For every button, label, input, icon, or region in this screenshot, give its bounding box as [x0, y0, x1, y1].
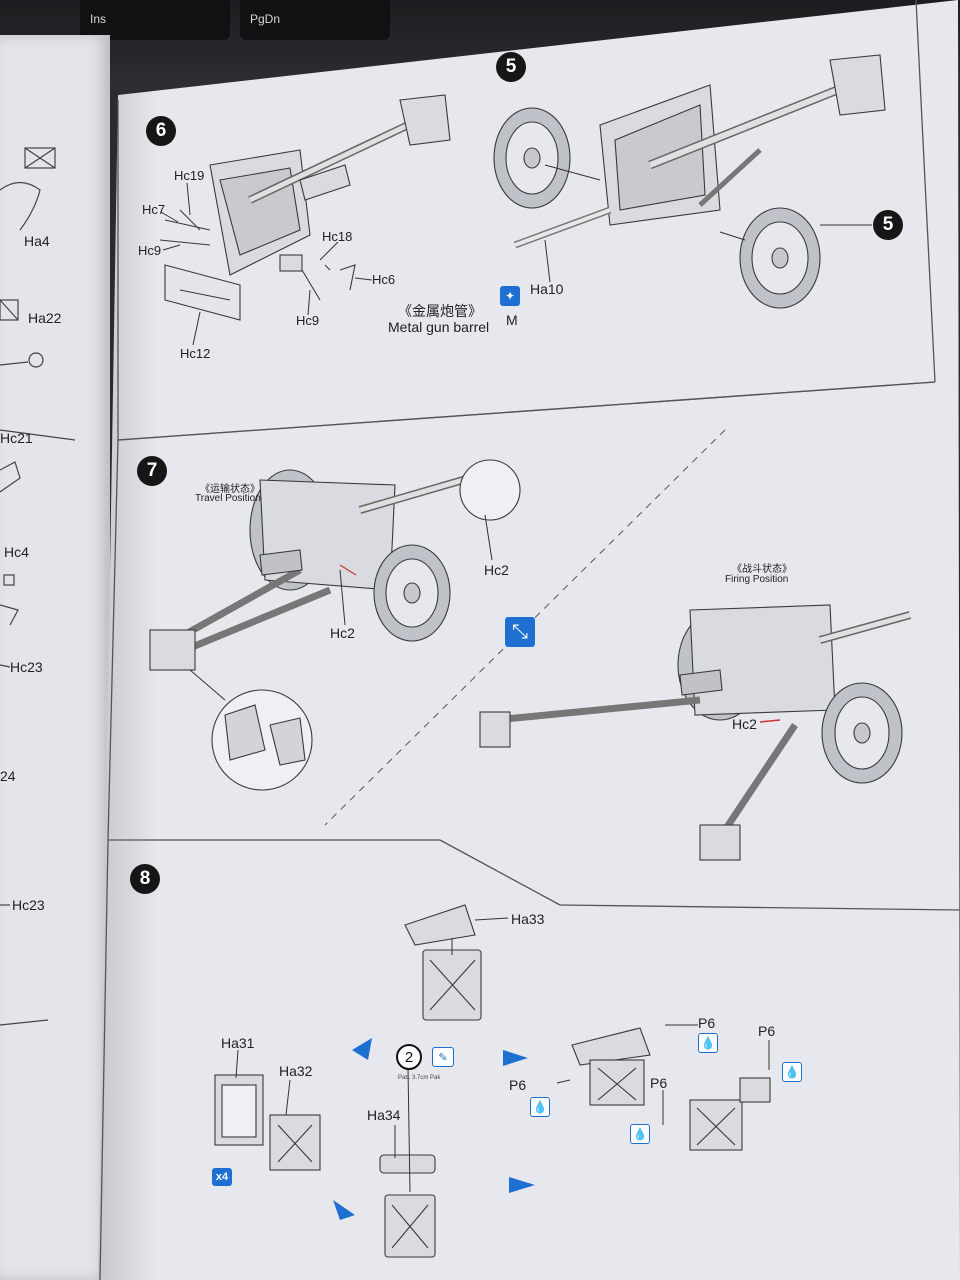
decal-number-badge: 2 — [396, 1044, 422, 1070]
travel-shield — [259, 479, 396, 591]
label-hc9-b: Hc9 — [296, 313, 320, 328]
label-hc23-b: Hc23 — [12, 897, 45, 913]
travel-trail-b — [183, 586, 332, 654]
step7-travel-drawing — [149, 459, 521, 791]
label-hc6: Hc6 — [372, 272, 396, 287]
travel-position-cn: 《运输状态》 — [200, 484, 260, 495]
glue-drop-icon-c: 💧 — [530, 1097, 550, 1117]
step6-plate — [164, 264, 241, 321]
material-code: M — [506, 312, 518, 328]
label-hc9-a: Hc9 — [138, 243, 162, 258]
label-ha33: Ha33 — [511, 911, 545, 927]
label-hc7: Hc7 — [142, 202, 166, 217]
left-divider-bottom — [0, 1019, 49, 1026]
left-page — [0, 35, 110, 1280]
left-part-frame — [24, 147, 56, 169]
metal-barrel-en: Metal gun barrel — [388, 319, 490, 335]
ammo-box-open — [589, 1059, 645, 1106]
label-hc23-a: Hc23 — [10, 659, 43, 675]
step-5-ref-badge: 5 — [873, 210, 903, 240]
metal-barrel-cn: 《金属炮管》 — [398, 303, 482, 319]
label-p6-b: P6 — [758, 1023, 776, 1039]
quantity-badge: x4 — [212, 1168, 232, 1186]
glue-drop-icon-b: 💧 — [782, 1062, 802, 1082]
label-p6-a: P6 — [698, 1015, 716, 1031]
travel-position-en: Travel Position — [195, 493, 261, 504]
step-7-badge: 7 — [137, 456, 167, 486]
step-8-badge: 8 — [130, 864, 160, 894]
firing-shield — [689, 604, 836, 716]
label-ha34: Ha34 — [367, 1107, 401, 1123]
decal-caption: Patr. 3.7cm Pak — [398, 1075, 441, 1081]
label-24: 24 — [0, 768, 16, 784]
firing-position-en: Firing Position — [725, 574, 789, 585]
pgdn-key: PgDn — [240, 0, 390, 40]
firing-trail-b — [722, 723, 798, 832]
label-hc4: Hc4 — [4, 544, 29, 560]
left-page-art — [0, 147, 76, 1026]
firing-position-cn: 《战斗状态》 — [732, 564, 792, 575]
transform-arrow-icon: ⤡ — [505, 617, 535, 647]
label-hc2-detail: Hc2 — [484, 562, 509, 578]
step8-drawing — [214, 904, 771, 1258]
left-part-wheel — [28, 352, 44, 368]
label-ha10: Ha10 — [530, 281, 564, 297]
left-part-curve — [0, 181, 41, 231]
step7-dashed-separator — [324, 429, 726, 826]
label-hc12: Hc12 — [180, 346, 211, 361]
quantity-label: x4 — [215, 1171, 229, 1183]
divider-6-7 — [117, 381, 936, 441]
label-hc21: Hc21 — [0, 430, 33, 446]
label-hc2-firing: Hc2 — [732, 716, 757, 732]
label-ha22: Ha22 — [28, 310, 62, 326]
label-p6-c: P6 — [509, 1077, 527, 1093]
label-p6-d: P6 — [650, 1075, 668, 1091]
ha34-lid — [379, 1154, 436, 1174]
left-divider-top — [0, 429, 76, 441]
pgdn-key-label: PgDn — [250, 12, 281, 26]
label-ha31: Ha31 — [221, 1035, 255, 1051]
ha32-panel — [269, 1114, 321, 1171]
step7-firing-drawing — [479, 604, 912, 861]
label-ha32: Ha32 — [279, 1063, 313, 1079]
ha33-lid — [404, 904, 476, 946]
step-5-badge: 5 — [496, 52, 526, 82]
metal-part-icon: ✦ — [500, 286, 520, 306]
ammo-box-closed — [689, 1099, 743, 1151]
step5-gun-drawing — [493, 54, 886, 309]
label-hc19: Hc19 — [174, 168, 205, 183]
brush-icon: ✎ — [432, 1047, 454, 1067]
step8-arrows — [333, 1038, 535, 1220]
step-6-badge: 6 — [146, 116, 176, 146]
label-hc2-travel: Hc2 — [330, 625, 355, 641]
travel-detail-circle — [459, 459, 521, 521]
ins-key-label: Ins — [90, 12, 107, 26]
glue-drop-icon-d: 💧 — [630, 1124, 650, 1144]
travel-trail-a — [173, 566, 302, 644]
glue-drop-icon-a: 💧 — [698, 1033, 718, 1053]
label-ha4: Ha4 — [24, 233, 50, 249]
step6-breech — [399, 94, 451, 146]
label-hc18: Hc18 — [322, 229, 353, 244]
step6-gun-drawing — [159, 94, 451, 321]
ins-key: Ins — [80, 0, 230, 40]
firing-trail-a — [494, 696, 701, 724]
